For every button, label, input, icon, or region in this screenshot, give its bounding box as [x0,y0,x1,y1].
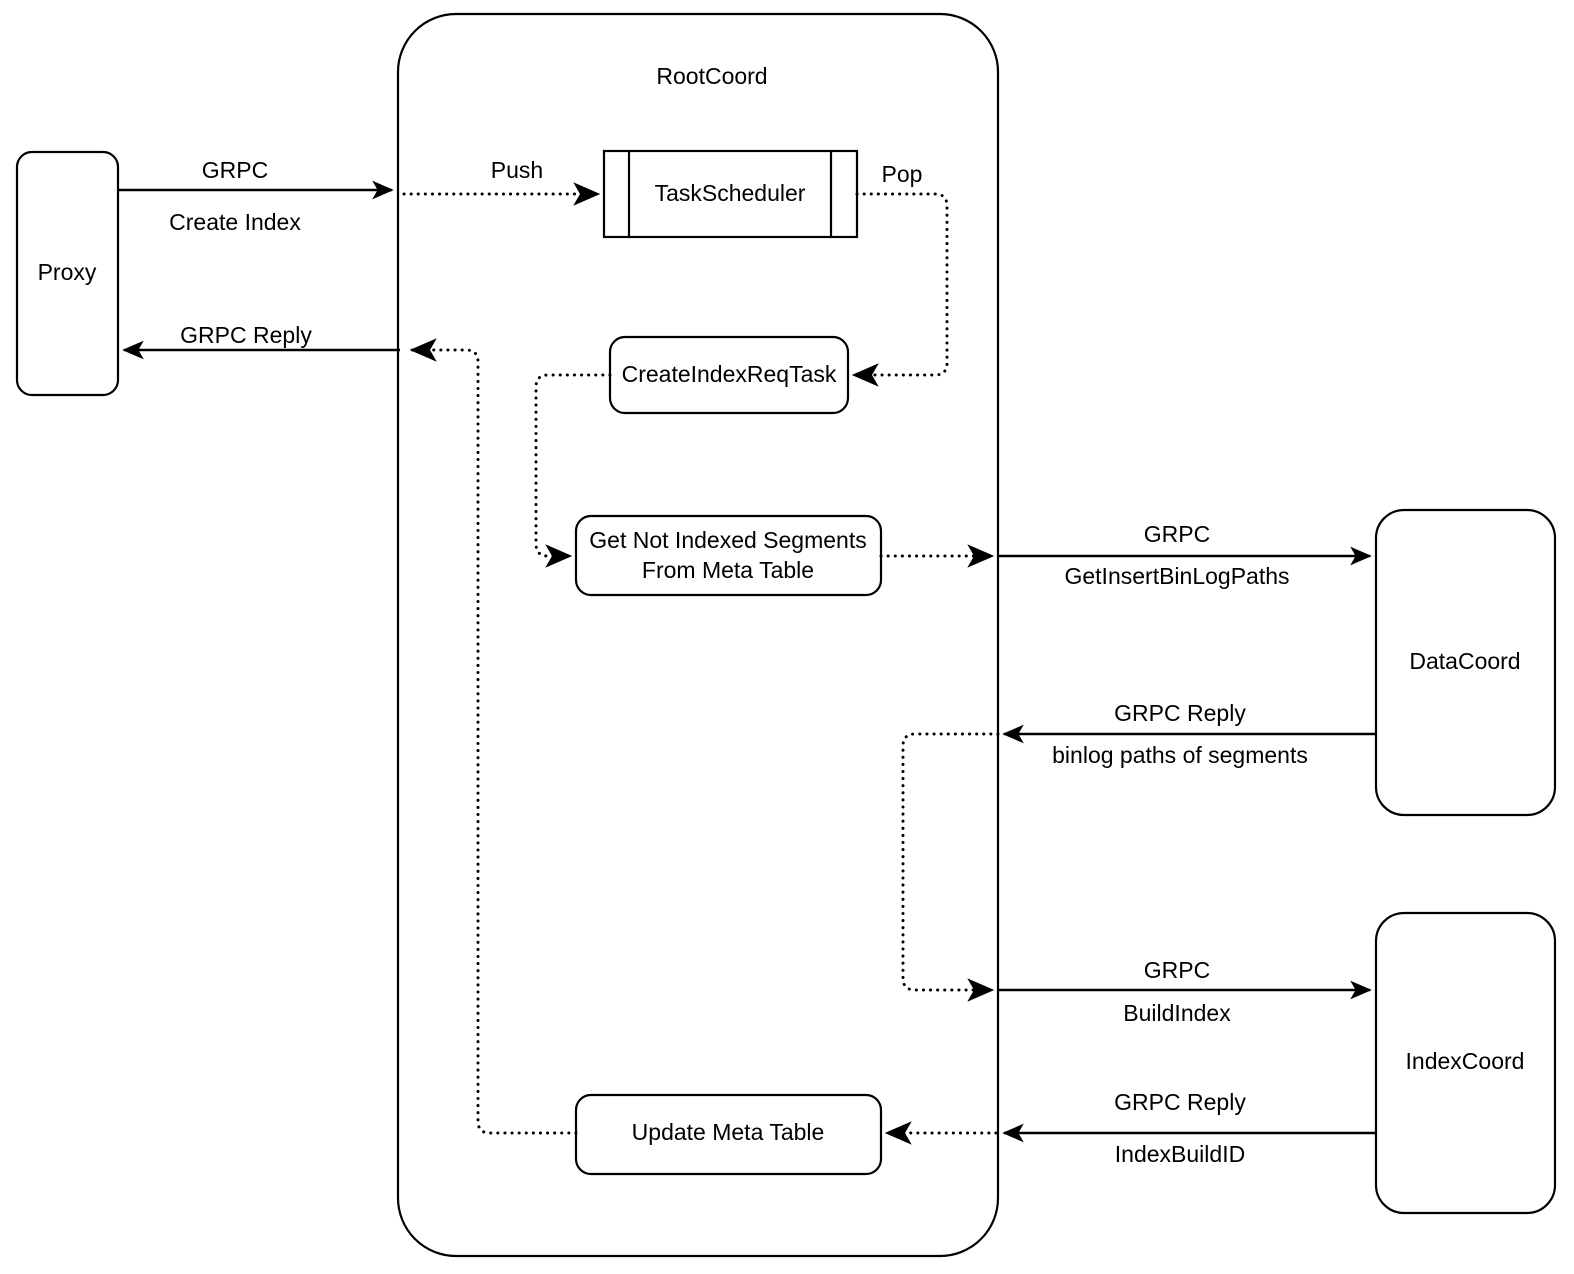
node-proxy[interactable]: Proxy [15,150,120,397]
node-datacoord[interactable]: DataCoord [1374,508,1557,817]
edge-indexcoord-to-rootcoord-label-line2: IndexBuildID [1115,1141,1245,1167]
edge-datacoord-to-rootcoord: GRPC Reply binlog paths of segments [1002,700,1376,768]
get-not-indexed-segments-label-line2: From Meta Table [642,557,814,583]
node-indexcoord[interactable]: IndexCoord [1374,911,1557,1215]
edge-rootcoord-to-proxy-reply-label: GRPC Reply [180,322,312,348]
edge-datacoord-to-rootcoord-label-line2: binlog paths of segments [1052,742,1308,768]
node-update-meta-table[interactable]: Update Meta Table [574,1093,883,1176]
node-get-not-indexed-segments[interactable]: Get Not Indexed Segments From Meta Table [574,514,883,597]
edge-push-label: Push [491,157,543,183]
createindexreqtask-label: CreateIndexReqTask [622,361,837,387]
update-meta-table-label: Update Meta Table [632,1119,825,1145]
get-not-indexed-segments-label-line1: Get Not Indexed Segments [589,527,866,553]
edge-rootcoord-to-indexcoord-label-line2: BuildIndex [1123,1000,1231,1026]
edge-proxy-to-rootcoord: GRPC Create Index [118,157,394,235]
proxy-label: Proxy [38,259,97,285]
edge-updatemetatable-to-proxy-line [409,338,578,1135]
edge-proxy-to-rootcoord-label-line2: Create Index [169,209,301,235]
datacoord-label: DataCoord [1409,648,1520,674]
datacoord-box[interactable] [1374,508,1557,817]
edge-rootcoord-to-datacoord-label-line2: GetInsertBinLogPaths [1064,563,1289,589]
edge-pop-line [851,192,949,387]
indexcoord-label: IndexCoord [1406,1048,1525,1074]
edge-proxy-to-rootcoord-label-line1: GRPC [202,157,268,183]
edge-rootcoord-to-indexcoord-label-line1: GRPC [1144,957,1210,983]
edge-datacoord-to-rootcoord-label-line1: GRPC Reply [1114,700,1246,726]
edge-indexcoord-to-rootcoord: GRPC Reply IndexBuildID [1002,1089,1376,1167]
node-createindexreqtask[interactable]: CreateIndexReqTask [608,335,850,415]
container-rootcoord: RootCoord [396,12,1000,1258]
node-taskscheduler[interactable]: TaskScheduler [602,149,859,239]
taskscheduler-label: TaskScheduler [655,180,806,206]
edge-push-to-taskscheduler: Push [402,157,601,206]
edge-indexcoord-to-rootcoord-label-line1: GRPC Reply [1114,1089,1246,1115]
edge-rootcoord-to-proxy-reply: GRPC Reply [122,322,400,360]
rootcoord-label: RootCoord [656,63,767,89]
edge-pop-label: Pop [882,161,923,187]
edge-rootcoord-to-datacoord: GRPC GetInsertBinLogPaths [998,521,1372,589]
edge-updatemetatable-to-proxy [409,338,578,1135]
edge-pop-to-createindexreqtask: Pop [851,161,949,387]
edge-datacoord-reply-to-buildindex [901,732,1000,1002]
taskscheduler-box[interactable] [602,149,859,239]
indexcoord-box[interactable] [1374,911,1557,1215]
edge-rootcoord-to-datacoord-label-line1: GRPC [1144,521,1210,547]
rootcoord-boundary [396,12,1000,1258]
proxy-box[interactable] [15,150,120,397]
edge-rootcoord-to-indexcoord: GRPC BuildIndex [998,957,1372,1026]
edge-datacoord-reply-to-buildindex-line [901,732,1000,1002]
